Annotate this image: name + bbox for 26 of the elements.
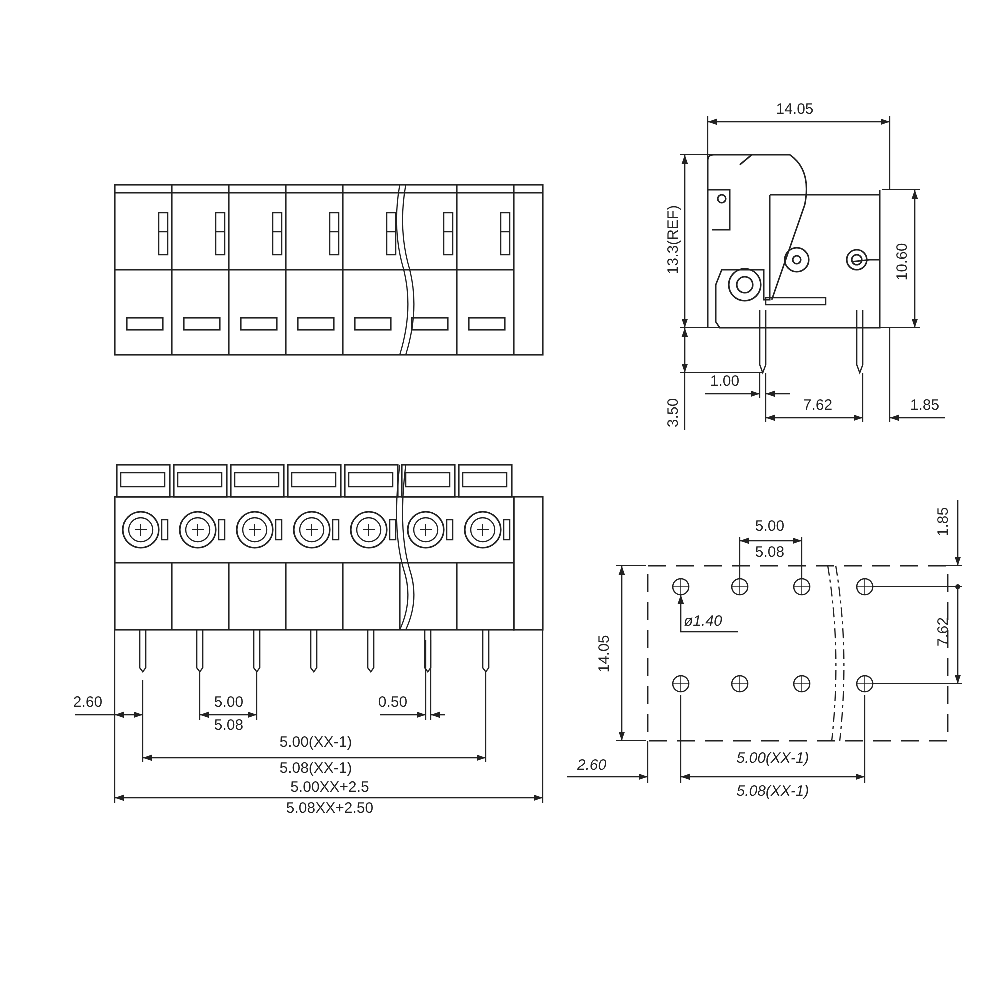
dimension-label: 2.60 [73,694,103,712]
hole-diameter-label: ø1.40 [684,612,722,632]
dimension-label: 5.08 [214,717,244,735]
dimension-label: 5.00 [755,518,785,536]
dimension-label: 5.08(XX-1) [280,760,352,778]
dimension-label: 5.08 [755,544,785,562]
dimension-label: 1.85 [910,397,940,415]
dimension-label: 10.60 [894,243,912,281]
leader-line [678,595,738,633]
mounting-hole [672,578,690,596]
dimension-label: 13.3(REF) [665,205,683,275]
dimension-label: 5.00(XX-1) [280,734,352,752]
dimension-label: 5.00XX+2.5 [290,779,370,797]
dimension-label: 1.00 [710,373,740,391]
dimension-label: 5.08XX+2.50 [286,800,374,818]
dimension-label: 1.85 [935,507,953,537]
dimension-label: 5.00 [214,694,244,712]
dimension-label: 2.60 [577,757,607,775]
dimension-label: 3.50 [665,398,683,428]
dimension-label: 5.08(XX-1) [736,783,810,801]
dimension-label: 5.00(XX-1) [736,750,810,768]
dimension-label: 14.05 [776,101,814,119]
dimension-label: 0.50 [378,694,408,712]
dimension-label: 7.62 [803,397,833,415]
dimension-label: 14.05 [596,635,614,673]
dimension-label: 7.62 [935,617,953,647]
